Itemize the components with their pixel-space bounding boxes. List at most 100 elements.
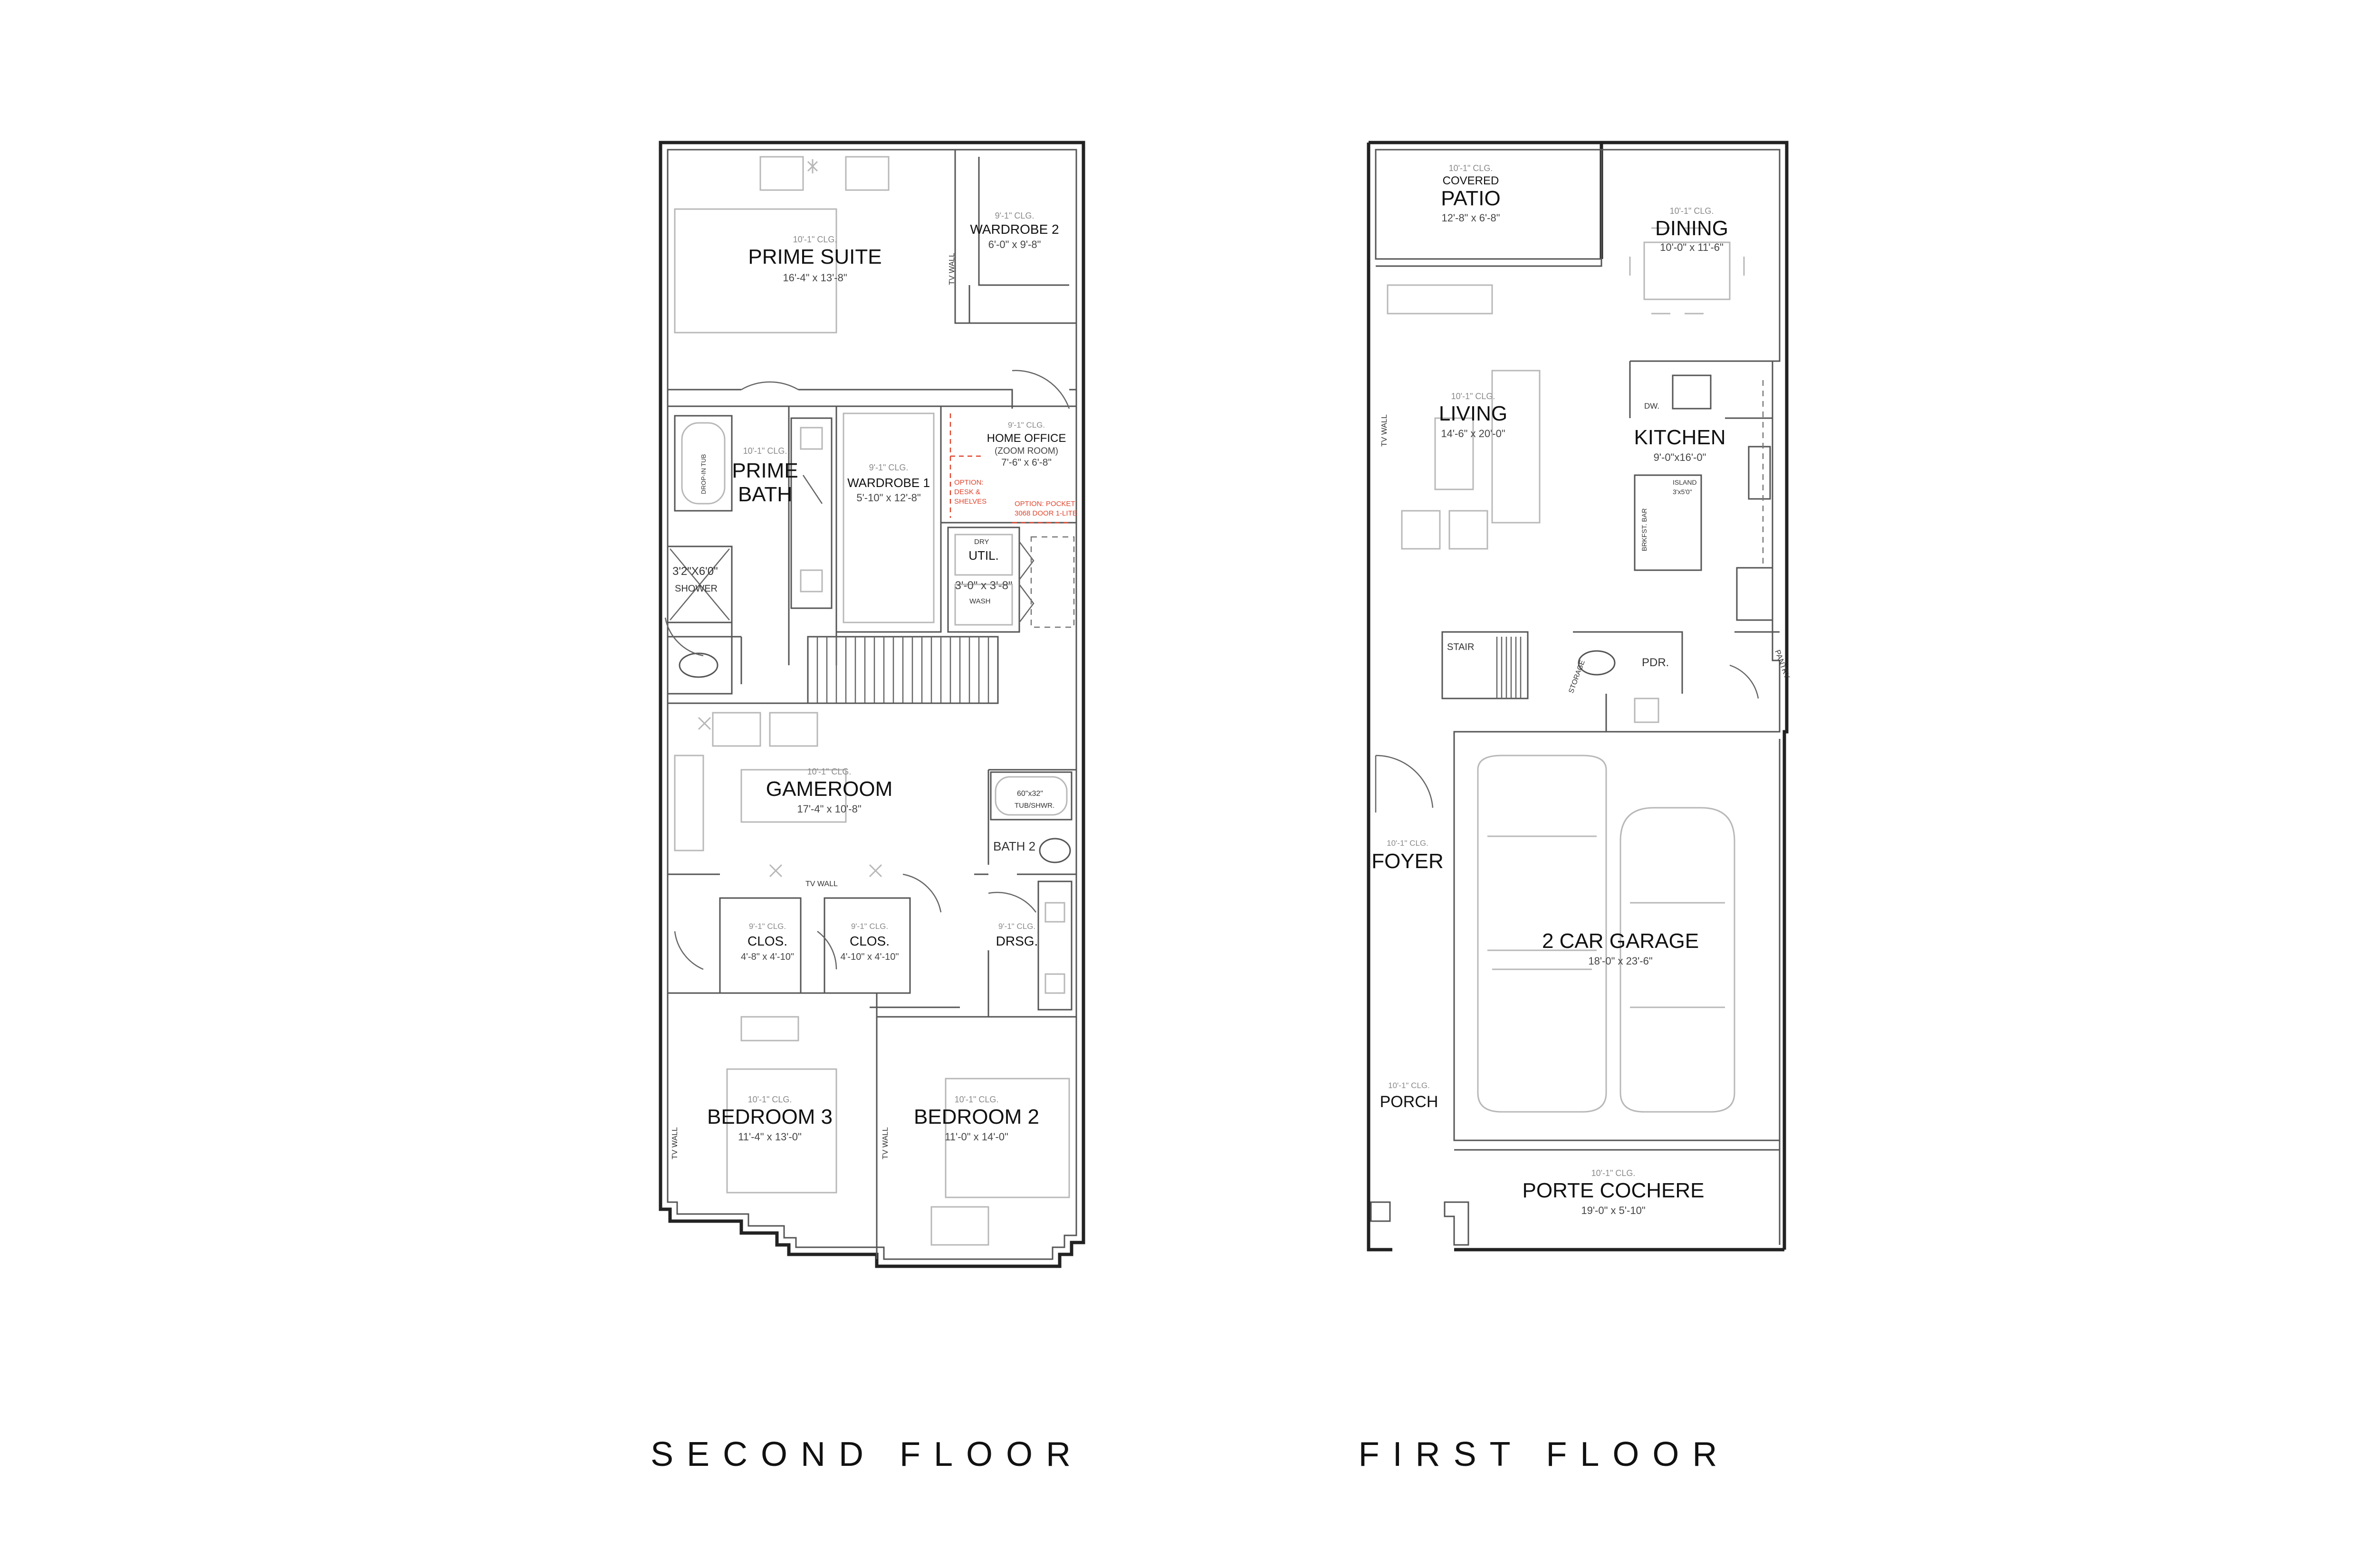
patio-ceiling-label: 10'-1" CLG. bbox=[1449, 163, 1493, 173]
first-floor-stair-treads bbox=[1496, 637, 1522, 698]
drop-in-tub-label: DROP-IN TUB bbox=[700, 454, 707, 494]
dryer-icon bbox=[954, 534, 1013, 576]
living-ceiling-label: 10'-1" CLG. bbox=[1451, 392, 1495, 401]
living-tv-wall-label: TV WALL bbox=[1380, 414, 1389, 447]
wardrobe-1-walls bbox=[835, 405, 942, 633]
option-desk-label-line1: OPTION: bbox=[954, 478, 984, 487]
kitchen-fridge bbox=[1736, 567, 1773, 621]
storage-label: STORAGE bbox=[1567, 659, 1587, 694]
dining-dimensions: 10'-0" x 11'-6" bbox=[1660, 241, 1724, 253]
porch-ceiling-label: 10'-1" CLG. bbox=[1388, 1081, 1430, 1090]
gameroom-ceiling-label: 10'-1" CLG. bbox=[807, 767, 852, 776]
island-label-line1: ISLAND bbox=[1673, 478, 1697, 486]
garage-car-icon bbox=[1477, 755, 1735, 1113]
dryer-label: DRY bbox=[974, 538, 989, 546]
second-floor-stair bbox=[807, 636, 999, 704]
closet-left-name: CLOS. bbox=[747, 934, 787, 948]
washer-icon bbox=[954, 583, 1013, 626]
gameroom-dimensions: 17'-4" x 10'-8" bbox=[797, 803, 861, 815]
closet-partition-wall bbox=[727, 992, 960, 1259]
garage-dimensions: 18'-0" x 23'-6" bbox=[1588, 955, 1652, 967]
living-armchair bbox=[1401, 510, 1441, 550]
living-coffee-table bbox=[1434, 417, 1474, 490]
prime-suite-tv-wall-label: TV WALL bbox=[948, 253, 956, 285]
door-swing-icon bbox=[664, 370, 1070, 970]
living-console bbox=[1387, 284, 1493, 315]
patio-name-line1: COVERED bbox=[1443, 174, 1499, 187]
second-floor-outer-wall bbox=[659, 141, 1085, 1268]
gameroom-south-wall bbox=[668, 702, 998, 875]
prime-bath-toilet-icon bbox=[679, 652, 719, 678]
patio-name-line2: PATIO bbox=[1441, 187, 1501, 210]
drsg-vanity bbox=[1037, 880, 1073, 1011]
wardrobe-2-shelves bbox=[968, 157, 1069, 323]
wardrobe-1-shelf bbox=[843, 412, 935, 623]
util-dimensions: 3'-0" x 3'-8" bbox=[955, 579, 1013, 592]
tub-shower bbox=[990, 771, 1073, 821]
kitchen-range bbox=[1748, 446, 1771, 500]
kitchen-dimensions: 9'-0"x16'-0" bbox=[1654, 451, 1706, 463]
bedroom-3-dimensions: 11'-4" x 13'-0" bbox=[738, 1131, 802, 1143]
gameroom-plant-icon bbox=[698, 717, 882, 878]
prime-bath-name-line1: PRIME bbox=[732, 459, 798, 482]
foyer-door-icon bbox=[1375, 755, 1434, 813]
covered-patio-enclosure bbox=[1375, 149, 1602, 260]
powder-room-toilet-icon bbox=[1578, 650, 1616, 676]
bedroom-2-name: BEDROOM 2 bbox=[914, 1105, 1039, 1128]
shower-name: SHOWER bbox=[675, 583, 718, 594]
drsg-sink-icon bbox=[1044, 973, 1065, 994]
option-desk-label-line2: DESK & bbox=[954, 488, 980, 496]
shower-dimensions: 3'2"X6'0" bbox=[672, 565, 718, 578]
stair-label: STAIR bbox=[1447, 642, 1474, 652]
washer-label: WASH bbox=[969, 597, 990, 605]
pantry-door-icon bbox=[1729, 664, 1759, 699]
bedroom-2-dimensions: 11'-0" x 14'-0" bbox=[945, 1131, 1008, 1143]
dining-chair-icon bbox=[1629, 227, 1745, 315]
first-floor-title: FIRST FLOOR bbox=[1359, 1435, 1731, 1473]
first-floor-stair bbox=[1441, 631, 1529, 699]
shower-enclosure bbox=[668, 545, 733, 623]
wardrobe-2-ceiling-label: 9'-1" CLG. bbox=[995, 211, 1035, 220]
kitchen-sink bbox=[1672, 374, 1712, 410]
bedroom-2-bed bbox=[945, 1078, 1070, 1198]
prime-suite-nightstand bbox=[845, 156, 890, 191]
garage-name: 2 CAR GARAGE bbox=[1542, 929, 1699, 953]
first-floor-outer-wall bbox=[1367, 141, 1789, 1252]
breakfast-bar-label: BRKFST. BAR bbox=[1640, 508, 1648, 551]
prime-suite-nightstand bbox=[759, 156, 804, 191]
bedroom-3-ceiling-label: 10'-1" CLG. bbox=[748, 1095, 792, 1104]
second-floor-title: SECOND FLOOR bbox=[651, 1435, 1084, 1473]
drsg-sink-icon bbox=[1044, 902, 1065, 923]
porte-cochere-dimensions: 19'-0" x 5'-10" bbox=[1581, 1205, 1645, 1216]
first-floor-plan bbox=[1367, 141, 1789, 1252]
bedroom-3-bed bbox=[726, 1068, 837, 1194]
dining-table bbox=[1643, 241, 1731, 300]
gameroom-table bbox=[740, 769, 847, 823]
gameroom-tv-wall-label: TV WALL bbox=[805, 880, 838, 888]
drsg-name: DRSG. bbox=[996, 934, 1038, 948]
prime-suite-name: PRIME SUITE bbox=[748, 245, 881, 268]
closet-left-ceiling-label: 9'-1" CLG. bbox=[749, 922, 786, 931]
patio-dimensions: 12'-8" x 6'-8" bbox=[1441, 212, 1500, 224]
gameroom-sofa bbox=[674, 755, 704, 851]
wardrobe-2-walls bbox=[954, 150, 1076, 324]
gameroom-chair bbox=[712, 712, 761, 747]
kitchen-counter bbox=[1629, 360, 1772, 419]
bedroom-3-name: BEDROOM 3 bbox=[707, 1105, 833, 1128]
option-desk-label-line3: SHELVES bbox=[954, 497, 987, 506]
tub-shower-name: TUB/SHWR. bbox=[1015, 802, 1054, 810]
prime-bath-name-line2: BATH bbox=[738, 483, 792, 506]
living-sofa bbox=[1491, 370, 1541, 524]
home-office-ceiling-label: 9'-1" CLG. bbox=[1008, 421, 1045, 430]
prime-bath-vanity bbox=[790, 417, 833, 609]
second-floor-plan bbox=[659, 141, 1085, 1268]
prime-bath-water-closet-wall bbox=[668, 636, 742, 684]
tub-shower-dimensions: 60"x32" bbox=[1017, 790, 1043, 798]
prime-suite-dimensions: 16'-4" x 13'-8" bbox=[783, 272, 847, 284]
home-office-dimensions: 7'-6" x 6'-8" bbox=[1001, 457, 1052, 468]
util-dashed-shelf bbox=[1030, 536, 1075, 628]
bedroom-3-dresser bbox=[740, 1016, 799, 1042]
powder-room-label: PDR. bbox=[1642, 656, 1669, 669]
wardrobe-1-dimensions: 5'-10" x 12'-8" bbox=[856, 492, 920, 504]
